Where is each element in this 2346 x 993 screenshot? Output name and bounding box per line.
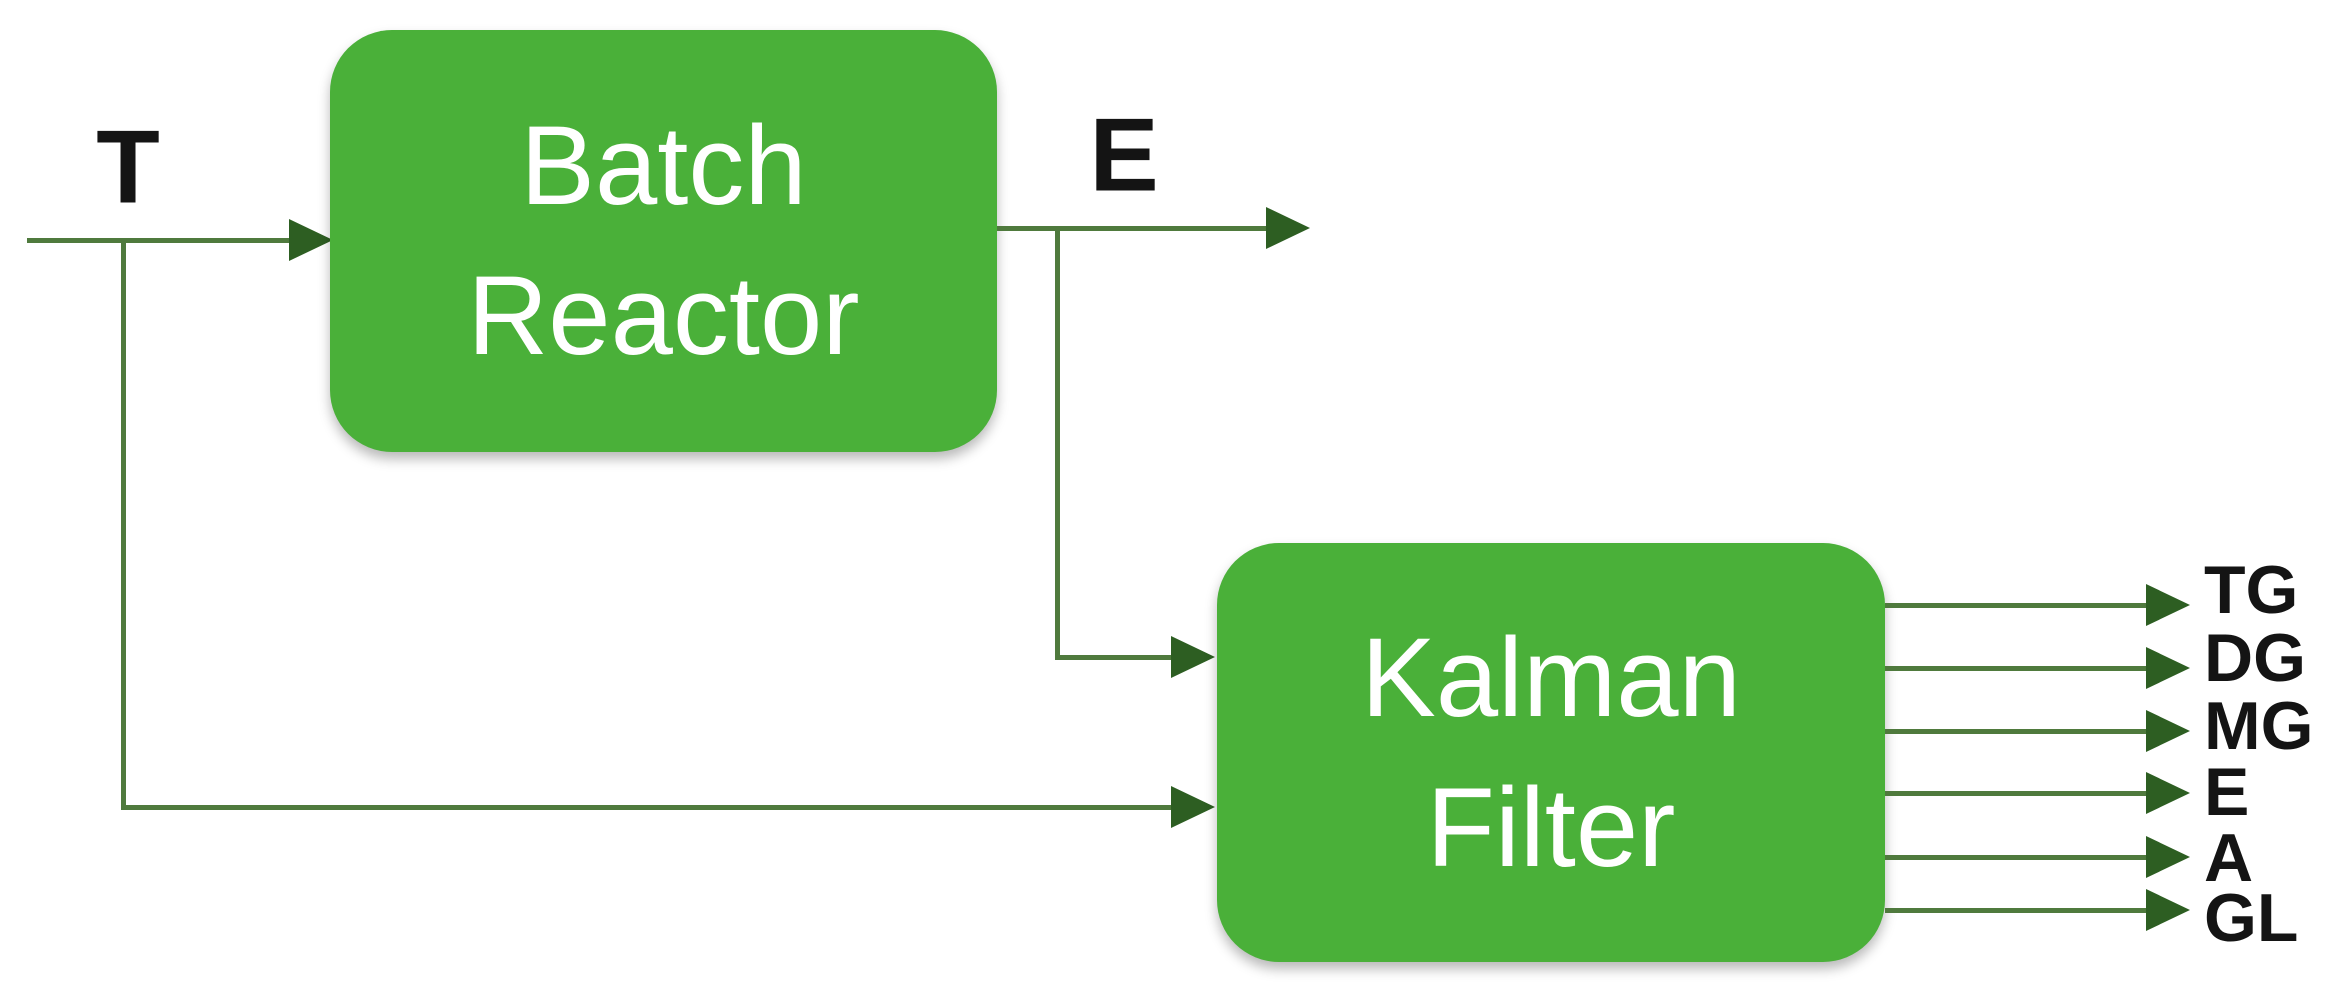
arrowhead-right-icon [2146,710,2190,752]
kalman-filter-label-line1: Kalman [1361,614,1741,740]
output-connector-line-tg [1885,603,2146,608]
output-connector-line-a [1885,855,2146,860]
intermediate-signal-label-e: E [1089,97,1159,214]
output-connector-line-gl [1885,908,2146,913]
output-connector-line-mg [1885,729,2146,734]
output-label-gl: GL [2204,880,2299,956]
batch-reactor-label-line2: Reactor [467,253,860,378]
t-input-connector-line [27,238,289,243]
e-output-connector-line [997,226,1267,231]
output-label-mg: MG [2204,688,2314,764]
arrowhead-right-icon [289,219,333,261]
arrowhead-right-icon [2146,836,2190,878]
output-label-tg: TG [2204,552,2299,628]
batch-reactor-node: Batch Reactor [330,30,997,452]
batch-reactor-label-line1: Batch [520,103,807,228]
kalman-filter-label-line2: Filter [1426,764,1676,890]
output-label-a: A [2204,820,2254,896]
input-signal-label-t: T [96,109,160,226]
output-connector-line-e [1885,791,2146,796]
arrowhead-right-icon [1266,207,1310,249]
t-branch-horizontal-line [121,805,1171,810]
output-label-e: E [2204,754,2250,830]
output-connector-line-dg [1885,666,2146,671]
arrowhead-right-icon [1171,636,1215,678]
arrowhead-right-icon [1171,786,1215,828]
arrowhead-right-icon [2146,889,2190,931]
t-branch-vertical-line [121,240,126,810]
output-label-dg: DG [2204,620,2306,696]
e-branch-vertical-line [1055,228,1060,660]
arrowhead-right-icon [2146,647,2190,689]
kalman-filter-node: Kalman Filter [1217,543,1885,962]
arrowhead-right-icon [2146,584,2190,626]
arrowhead-right-icon [2146,772,2190,814]
e-branch-horizontal-line [1055,655,1171,660]
